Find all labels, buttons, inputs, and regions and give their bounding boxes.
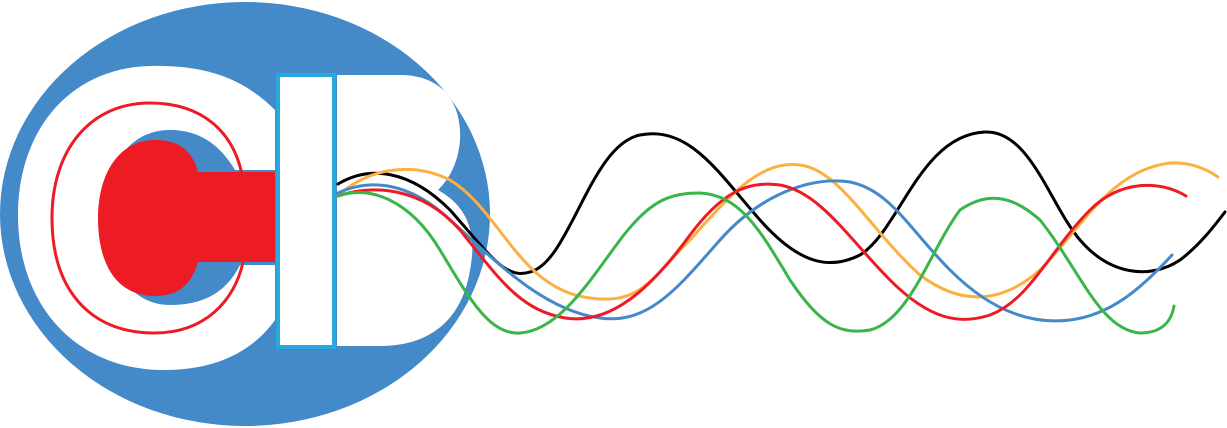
- wave-green: [336, 191, 1176, 335]
- letter-c-fill: [98, 140, 275, 296]
- letter-c-outline: [50, 101, 245, 335]
- wave-lines: [336, 130, 1227, 335]
- letter-c: [18, 65, 275, 371]
- letter-b-stem: [276, 73, 336, 349]
- wave-orange: [336, 161, 1220, 301]
- wave-red: [336, 182, 1188, 321]
- wave-blue: [336, 179, 1174, 323]
